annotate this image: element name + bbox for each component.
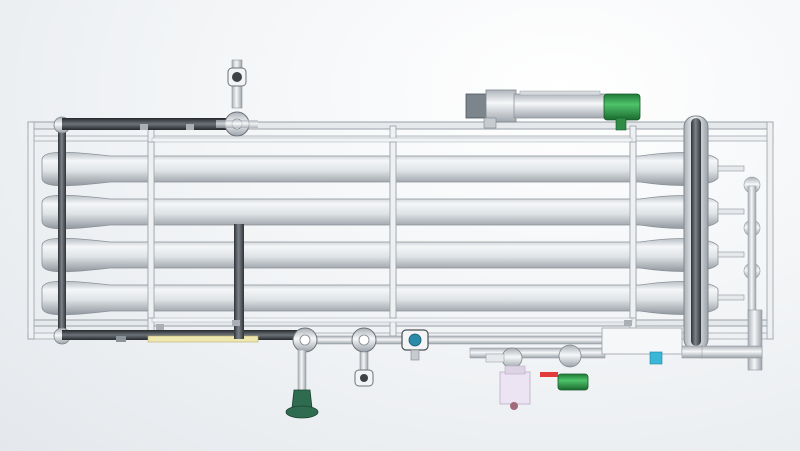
right-riser-pipe <box>683 115 709 351</box>
top-flow-meter <box>216 59 258 137</box>
bottom-return-line <box>295 327 703 365</box>
filter-icon <box>401 329 429 361</box>
tube-3 <box>41 237 719 273</box>
exchanger-tubes <box>41 141 719 319</box>
heater-icon <box>465 89 607 129</box>
tube-4 <box>41 280 719 316</box>
tube-1 <box>41 151 719 187</box>
green-valve-icon <box>603 93 641 131</box>
flow-meter-icon <box>292 327 377 387</box>
tank-icon <box>499 365 531 410</box>
tube-2 <box>41 194 719 230</box>
frame-bolts <box>116 124 632 342</box>
center-drain-pipe <box>234 224 244 339</box>
pump-icon <box>285 349 319 419</box>
bottom-rod <box>147 335 259 343</box>
green-pump-icon <box>540 372 589 391</box>
right-connectors <box>699 165 763 371</box>
